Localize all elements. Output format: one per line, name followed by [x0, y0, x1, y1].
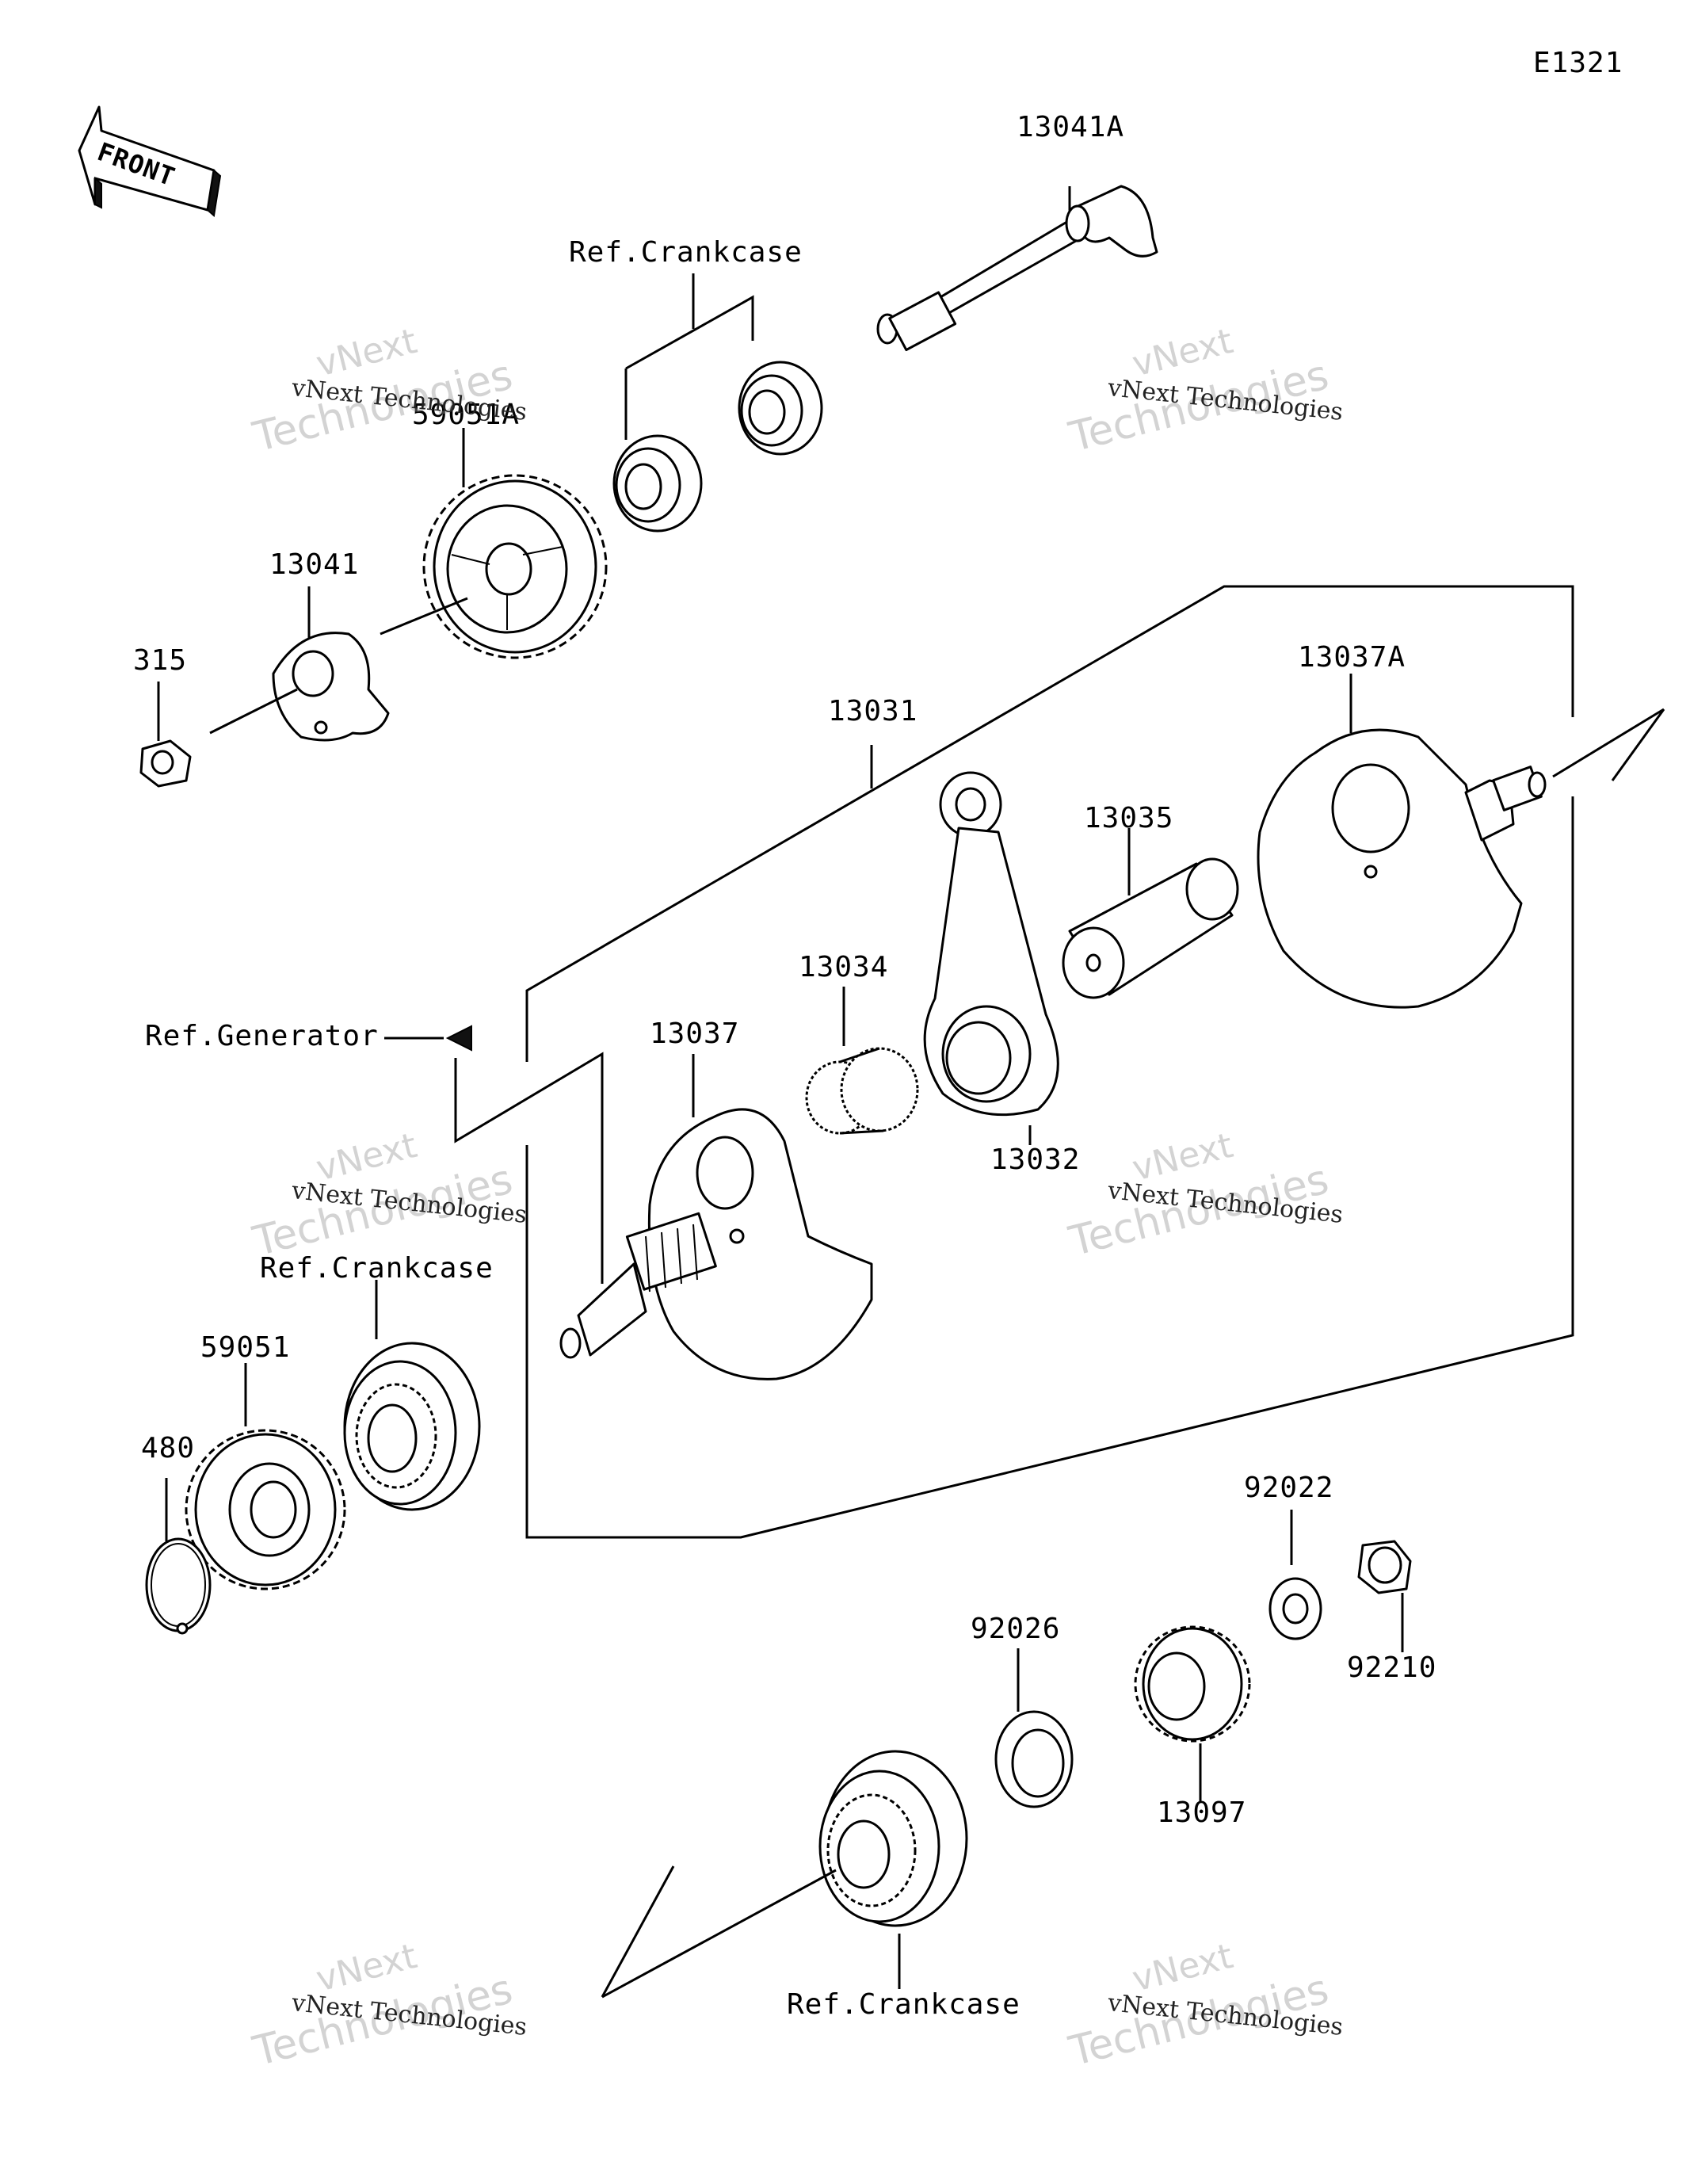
ref-crankcase-mid: Ref.Crankcase [260, 1252, 494, 1285]
gear-59051 [185, 1363, 346, 1590]
diagram-id: E1321 [1533, 47, 1623, 79]
needle-bearing-13034 [805, 987, 919, 1135]
balancer-shaft-13041A [876, 185, 1158, 352]
bearing-top-left [612, 434, 703, 533]
part-label-92026: 92026 [971, 1613, 1061, 1645]
bearing-top-right [738, 361, 823, 456]
crank-pin-13035 [1062, 828, 1239, 999]
gear-59051A [380, 428, 608, 659]
nut-315 [139, 682, 192, 788]
bearing-crankcase-bottom [601, 1750, 968, 1999]
part-label-315: 315 [133, 644, 188, 677]
crankcase-bracket-top [624, 273, 754, 440]
nut-92210 [1357, 1540, 1412, 1652]
generator-key-wedge [384, 1025, 604, 1284]
part-label-92210: 92210 [1347, 1651, 1437, 1684]
ref-crankcase-top: Ref.Crankcase [569, 236, 803, 269]
connecting-rod-13032 [923, 771, 1059, 1145]
ref-crankcase-bottom: Ref.Crankcase [787, 1988, 1020, 2021]
circlip-480 [145, 1478, 212, 1635]
balancer-weight-13041 [209, 586, 390, 742]
part-label-13035: 13035 [1084, 802, 1174, 834]
washer-92022 [1268, 1510, 1322, 1640]
part-label-13034: 13034 [799, 951, 889, 983]
part-label-13041A: 13041A [1017, 111, 1125, 143]
bearing-crankcase-mid [343, 1280, 481, 1511]
front-arrow-icon [78, 105, 222, 217]
part-label-92022: 92022 [1244, 1472, 1334, 1504]
part-label-59051: 59051 [200, 1331, 291, 1364]
part-label-13097: 13097 [1157, 1796, 1247, 1829]
oil-seal-92026 [994, 1648, 1074, 1808]
part-label-13041: 13041 [269, 548, 360, 581]
part-label-13037: 13037 [650, 1018, 740, 1050]
ref-generator: Ref.Generator [145, 1020, 379, 1052]
part-label-13037A: 13037A [1298, 641, 1406, 674]
crankshaft-assembly-box-13031 [525, 585, 1574, 1539]
part-label-59051A: 59051A [412, 399, 521, 431]
part-label-13031: 13031 [828, 695, 918, 727]
crank-half-13037 [559, 1054, 873, 1380]
gear-13097 [1134, 1625, 1251, 1803]
crank-half-13037A [1257, 674, 1665, 1009]
part-label-480: 480 [141, 1432, 196, 1464]
part-label-13032: 13032 [990, 1144, 1081, 1176]
